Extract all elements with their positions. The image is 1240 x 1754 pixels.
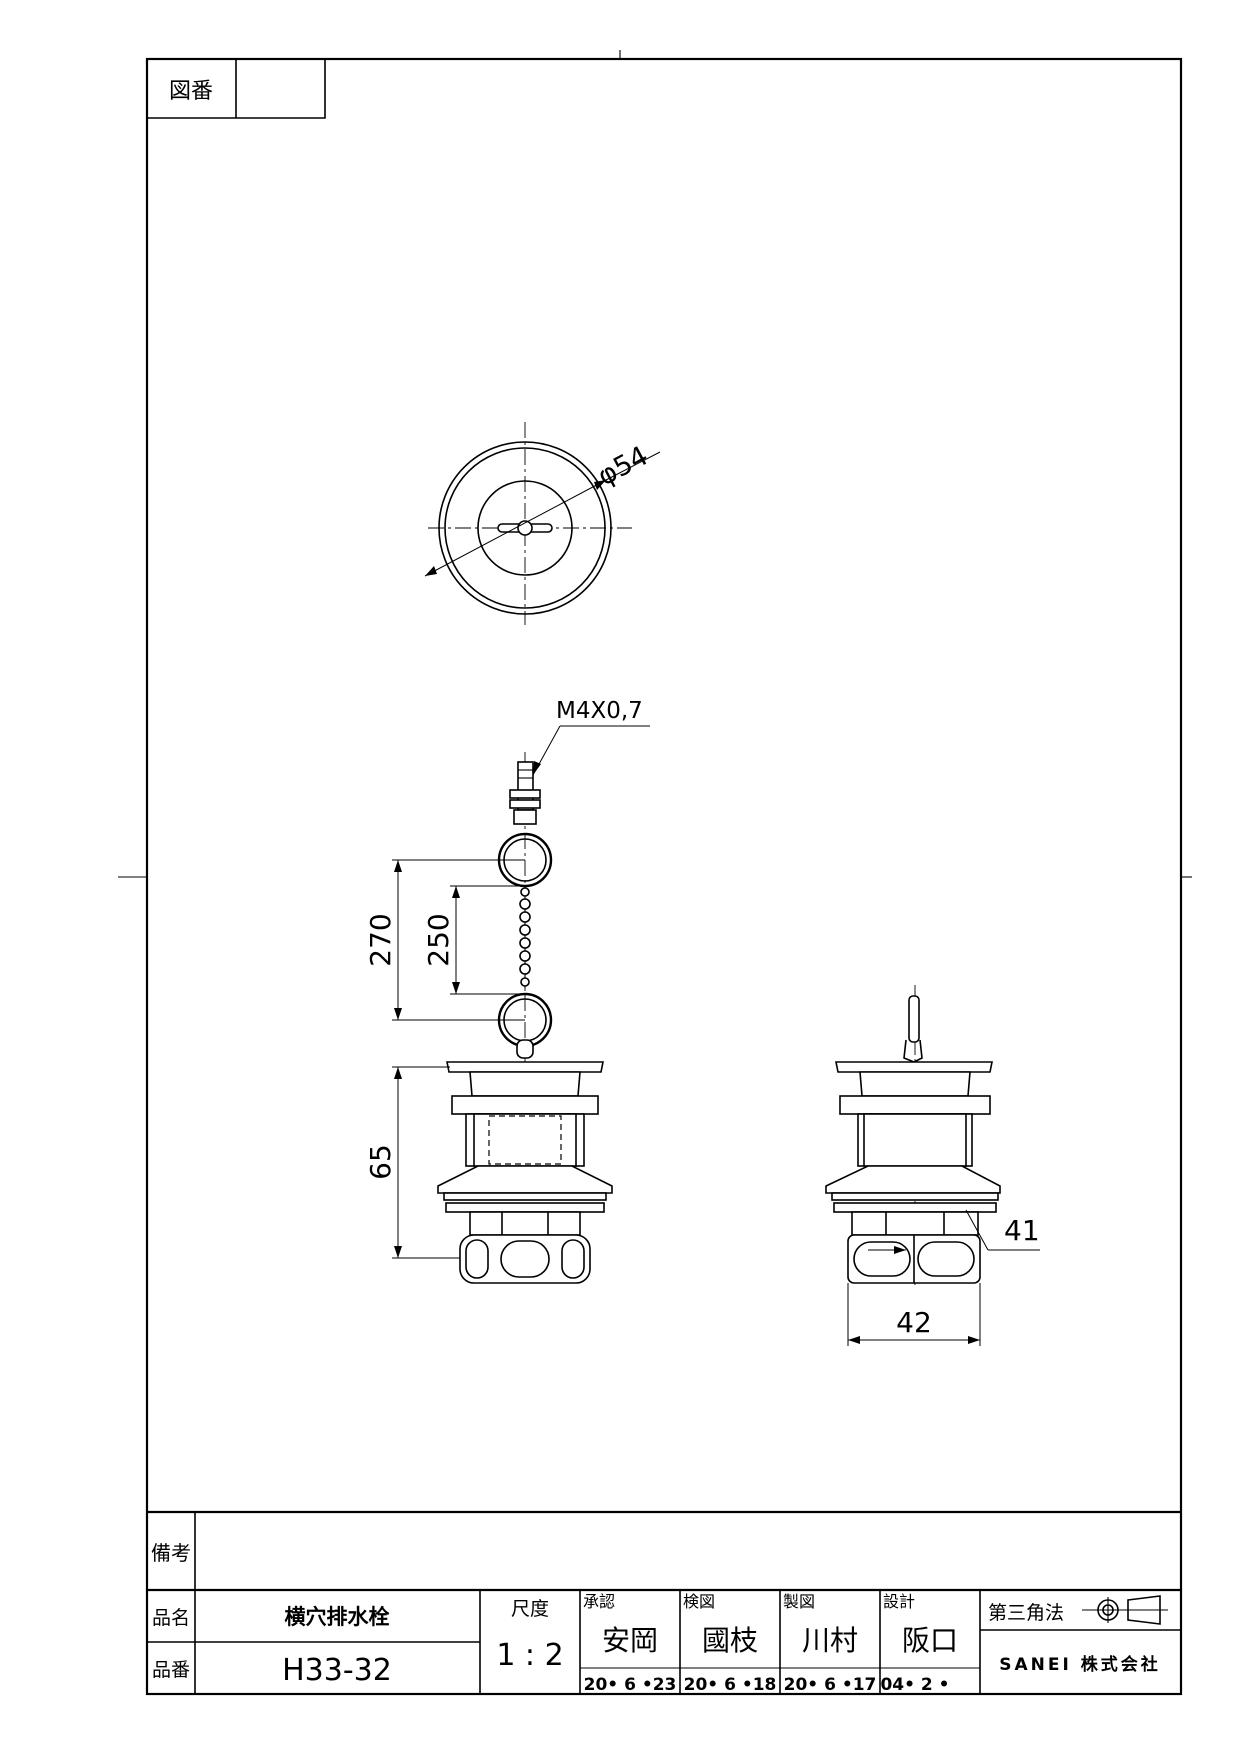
drawing-frame (145, 57, 1183, 1696)
approval-name-1: 安岡 (602, 1624, 658, 1657)
dim-hex-width: 42 (896, 1306, 932, 1339)
top-view: φ54 (424, 422, 661, 625)
product-number-label: 品番 (152, 1659, 190, 1681)
drawing-number-box: 図番 (147, 59, 326, 119)
approval-role-1: 承認 (583, 1592, 615, 1611)
approval-date-2: 20• 6 •18 (684, 1675, 777, 1695)
dim-chain-inner: 250 (422, 913, 455, 966)
approval-name-3: 川村 (802, 1624, 858, 1657)
approval-date-4: 04• 2 • (880, 1675, 949, 1695)
centering-marks (118, 50, 1192, 878)
product-name-label: 品名 (152, 1607, 190, 1629)
dim-chain-total: 270 (364, 913, 397, 966)
ball-chain (519, 886, 531, 988)
dim-flange-offset: 41 (1004, 1214, 1040, 1247)
approval-role-3: 製図 (783, 1592, 815, 1611)
side-view: 41 42 (825, 985, 1040, 1346)
title-block: 備考 品名 品番 横穴排水栓 H33-32 尺度 1 : 2 承認 安岡 20•… (147, 1510, 1181, 1695)
company-name: SANEI 株式会社 (999, 1654, 1160, 1675)
dim-body-height: 65 (364, 1144, 397, 1180)
drawing-number-label: 図番 (169, 79, 213, 104)
approval-date-1: 20• 6 •23 (584, 1675, 677, 1695)
approval-name-2: 國枝 (702, 1624, 758, 1657)
product-number: H33-32 (282, 1653, 392, 1688)
approval-role-2: 検図 (683, 1592, 715, 1611)
approval-date-3: 20• 6 •17 (784, 1675, 877, 1695)
product-name: 横穴排水栓 (285, 1605, 390, 1629)
front-view: M4X0,7 (364, 698, 650, 1284)
approval-name-4: 阪口 (902, 1624, 958, 1657)
scale-value: 1 : 2 (496, 1638, 563, 1673)
dim-thread: M4X0,7 (556, 698, 643, 724)
scale-label: 尺度 (511, 1598, 549, 1620)
projection-label: 第三角法 (988, 1602, 1064, 1624)
approval-role-4: 設計 (883, 1592, 915, 1611)
third-angle-projection-icon (1082, 1595, 1168, 1625)
remarks-label: 備考 (151, 1541, 191, 1565)
